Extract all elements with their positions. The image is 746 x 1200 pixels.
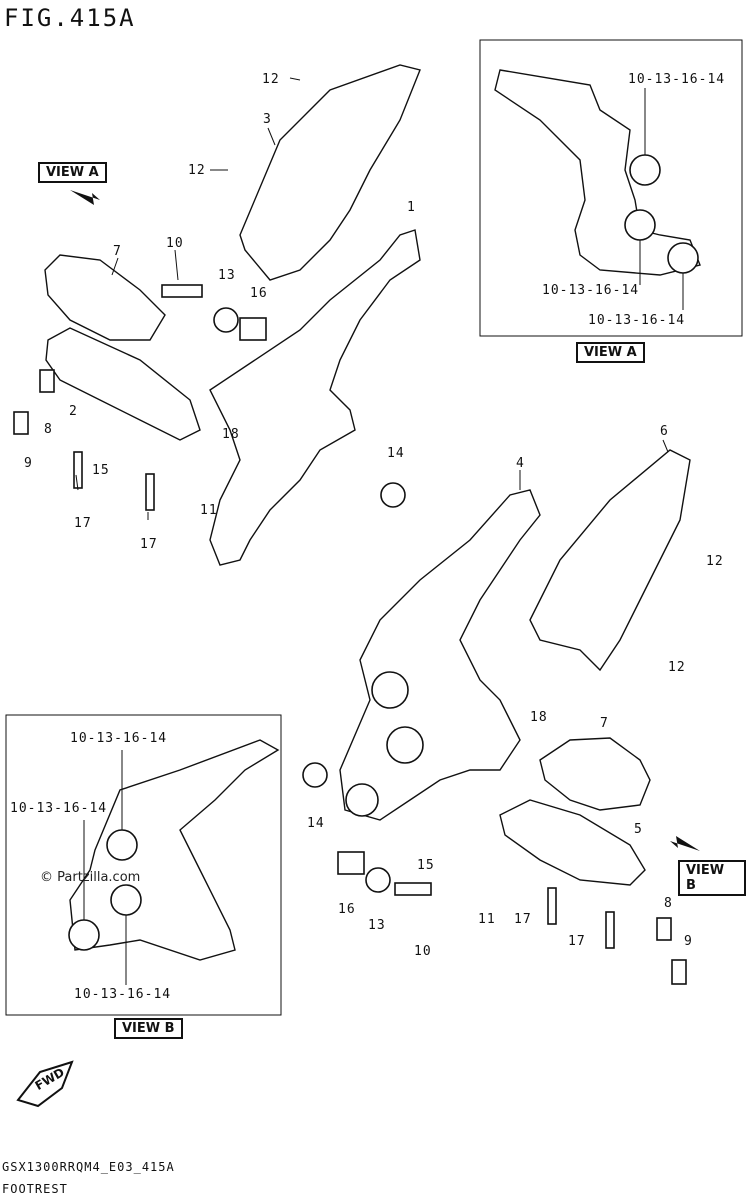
callout-6: 6 bbox=[660, 424, 669, 439]
callout-9: 9 bbox=[24, 456, 33, 471]
footrest-rubber-right bbox=[539, 737, 651, 811]
callout-12: 12 bbox=[668, 660, 686, 675]
nut-9-right bbox=[671, 959, 687, 985]
view-b-box-label: VIEW B bbox=[114, 1018, 183, 1039]
bolt-17-right-a bbox=[547, 887, 557, 925]
callout-17: 17 bbox=[514, 912, 532, 927]
figure-title: FIG.415A bbox=[4, 4, 136, 32]
callout-7: 7 bbox=[113, 244, 122, 259]
bolt-17-right-b bbox=[605, 911, 615, 949]
footrest-arm-left bbox=[45, 327, 201, 441]
fwd-arrow-icon bbox=[16, 1060, 74, 1108]
nipple-8-left bbox=[39, 369, 55, 393]
washer-13-right bbox=[365, 867, 391, 893]
callout-7: 7 bbox=[600, 716, 609, 731]
bracket-right-hole-mid bbox=[386, 726, 424, 764]
view-b-inset-box bbox=[5, 714, 282, 1016]
view-b-bracket bbox=[69, 739, 280, 961]
view-a-inset-box bbox=[479, 39, 743, 337]
view-b-hole-bottom bbox=[68, 919, 100, 951]
callout-17: 17 bbox=[568, 934, 586, 949]
callout-11: 11 bbox=[200, 503, 218, 518]
footer-name: FOOTREST bbox=[2, 1182, 68, 1196]
bracket-right-hole-top bbox=[371, 671, 409, 709]
callout-14: 14 bbox=[387, 446, 405, 461]
view-a-callout-bottom: 10-13-16-14 bbox=[588, 313, 686, 328]
washer-14-right bbox=[302, 762, 328, 788]
bolt-10-left bbox=[161, 284, 203, 298]
footer-code: GSX1300RRQM4_E03_415A bbox=[2, 1160, 175, 1174]
view-b-label: VIEW B bbox=[678, 860, 746, 896]
callout-2: 2 bbox=[69, 404, 78, 419]
nut-9-left bbox=[13, 411, 29, 435]
view-b-arrow bbox=[670, 836, 700, 851]
view-a-box-label: VIEW A bbox=[576, 342, 645, 363]
callout-10: 10 bbox=[414, 944, 432, 959]
callout-10: 10 bbox=[166, 236, 184, 251]
callout-3: 3 bbox=[263, 112, 272, 127]
view-a-hole-bottom bbox=[667, 242, 699, 274]
washer-13-left bbox=[213, 307, 239, 333]
callout-14: 14 bbox=[307, 816, 325, 831]
callout-12: 12 bbox=[262, 72, 280, 87]
bushing-16-right bbox=[337, 851, 365, 875]
callout-9: 9 bbox=[684, 934, 693, 949]
footrest-bracket-right bbox=[339, 489, 541, 821]
bolt-15-left bbox=[73, 451, 83, 489]
bushing-16-left bbox=[239, 317, 267, 341]
callout-12: 12 bbox=[188, 163, 206, 178]
callout-18: 18 bbox=[222, 427, 240, 442]
view-a-callout-top: 10-13-16-14 bbox=[628, 72, 726, 87]
view-a-callout-mid: 10-13-16-14 bbox=[542, 283, 640, 298]
view-b-hole-top bbox=[106, 829, 138, 861]
bolt-10-right bbox=[394, 882, 432, 896]
watermark: © Partzilla.com bbox=[40, 870, 141, 885]
callout-5: 5 bbox=[634, 822, 643, 837]
view-a-bracket bbox=[494, 69, 701, 276]
callout-17: 17 bbox=[74, 516, 92, 531]
callout-4: 4 bbox=[516, 456, 525, 471]
view-a-arrow bbox=[70, 190, 100, 205]
callout-8: 8 bbox=[44, 422, 53, 437]
callout-1: 1 bbox=[407, 200, 416, 215]
callout-15: 15 bbox=[417, 858, 435, 873]
footrest-bracket-left bbox=[209, 229, 421, 566]
callout-16: 16 bbox=[250, 286, 268, 301]
callout-17: 17 bbox=[140, 537, 158, 552]
callout-15: 15 bbox=[92, 463, 110, 478]
view-b-callout-left: 10-13-16-14 bbox=[10, 801, 108, 816]
bolt-17-left bbox=[145, 473, 155, 511]
callout-16: 16 bbox=[338, 902, 356, 917]
nipple-8-right bbox=[656, 917, 672, 941]
callout-13: 13 bbox=[368, 918, 386, 933]
callout-8: 8 bbox=[664, 896, 673, 911]
washer-14-left bbox=[380, 482, 406, 508]
view-b-callout-bottom: 10-13-16-14 bbox=[74, 987, 172, 1002]
footrest-rubber-left bbox=[44, 254, 166, 341]
footrest-arm-right bbox=[499, 799, 646, 886]
view-b-callout-top: 10-13-16-14 bbox=[70, 731, 168, 746]
view-b-hole-mid bbox=[110, 884, 142, 916]
view-a-hole-mid bbox=[624, 209, 656, 241]
view-a-hole-top bbox=[629, 154, 661, 186]
callout-13: 13 bbox=[218, 268, 236, 283]
heel-guard-left bbox=[239, 64, 421, 281]
heel-guard-right bbox=[529, 449, 691, 672]
bracket-right-hole-bottom bbox=[345, 783, 379, 817]
callout-11: 11 bbox=[478, 912, 496, 927]
callout-18: 18 bbox=[530, 710, 548, 725]
view-a-label: VIEW A bbox=[38, 162, 107, 183]
callout-12: 12 bbox=[706, 554, 724, 569]
